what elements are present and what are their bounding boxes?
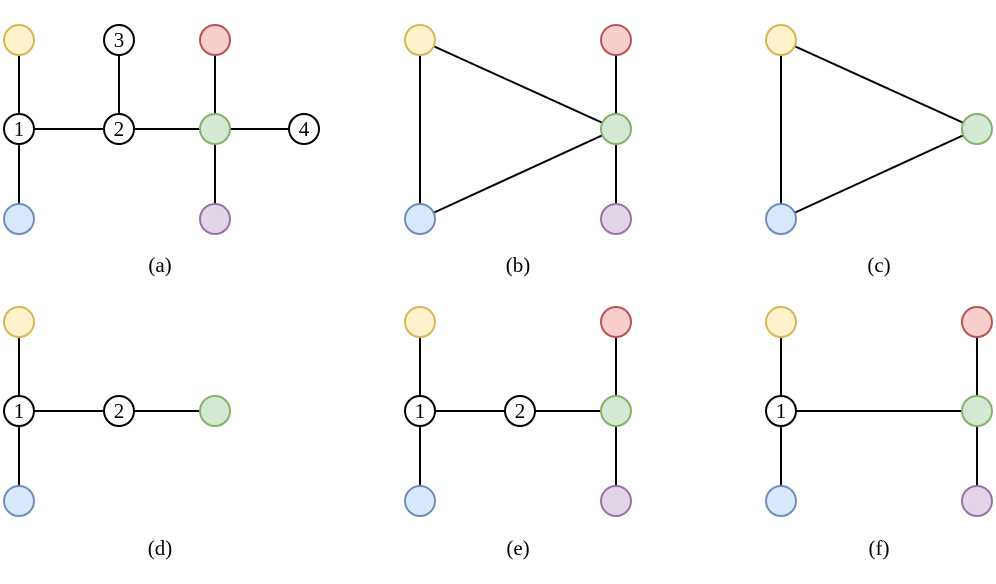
panel-caption: (b) <box>506 253 531 277</box>
panel-caption: (a) <box>148 253 171 277</box>
blue-node <box>3 203 35 235</box>
node-label: 1 <box>776 399 787 423</box>
red-node <box>600 306 632 338</box>
node-label: 2 <box>114 399 125 423</box>
node-label: 1 <box>14 399 25 423</box>
blue-node <box>3 485 35 517</box>
panel-caption: (f) <box>869 536 890 560</box>
panel-caption: (c) <box>867 253 890 277</box>
red-node <box>961 306 993 338</box>
purple-node <box>600 485 632 517</box>
green-node <box>199 113 231 145</box>
node-label: 1 <box>415 399 426 423</box>
numbered-node-1 <box>3 395 35 427</box>
numbered-node-2 <box>504 395 536 427</box>
yellow-node <box>404 306 436 338</box>
purple-node <box>600 203 632 235</box>
panel-caption: (e) <box>506 536 529 560</box>
numbered-node-1 <box>765 395 797 427</box>
red-node <box>199 24 231 56</box>
panel-c: (c) <box>765 24 993 277</box>
panel-f: 1 (f) <box>765 306 993 560</box>
red-node <box>600 24 632 56</box>
green-node <box>961 113 993 145</box>
node-label: 3 <box>114 28 125 52</box>
yellow-node <box>3 306 35 338</box>
green-node <box>600 395 632 427</box>
panel-a: 3 1 2 4 (a) <box>3 24 320 277</box>
numbered-node-4 <box>288 113 320 145</box>
panel-e: 1 2 (e) <box>404 306 632 560</box>
yellow-node <box>765 24 797 56</box>
node-label: 2 <box>515 399 526 423</box>
blue-node <box>404 485 436 517</box>
numbered-node-1 <box>404 395 436 427</box>
purple-node <box>199 203 231 235</box>
yellow-node <box>3 24 35 56</box>
node-label: 2 <box>114 117 125 141</box>
numbered-node-2 <box>103 395 135 427</box>
node-label: 4 <box>299 117 310 141</box>
green-node <box>961 395 993 427</box>
numbered-node-2 <box>103 113 135 145</box>
yellow-node <box>404 24 436 56</box>
purple-node <box>961 485 993 517</box>
edge-b-g <box>780 128 978 220</box>
green-node <box>199 395 231 427</box>
edge-y-g <box>419 39 617 130</box>
node-label: 1 <box>14 117 25 141</box>
numbered-node-3 <box>103 24 135 56</box>
edge-b-g <box>419 128 617 220</box>
blue-node <box>404 203 436 235</box>
green-node <box>600 113 632 145</box>
yellow-node <box>765 306 797 338</box>
panel-d: 1 2 (d) <box>3 306 231 560</box>
panel-caption: (d) <box>148 536 173 560</box>
blue-node <box>765 203 797 235</box>
numbered-node-1 <box>3 113 35 145</box>
panel-b: (b) <box>404 24 632 277</box>
edge-y-g <box>780 39 978 130</box>
blue-node <box>765 485 797 517</box>
